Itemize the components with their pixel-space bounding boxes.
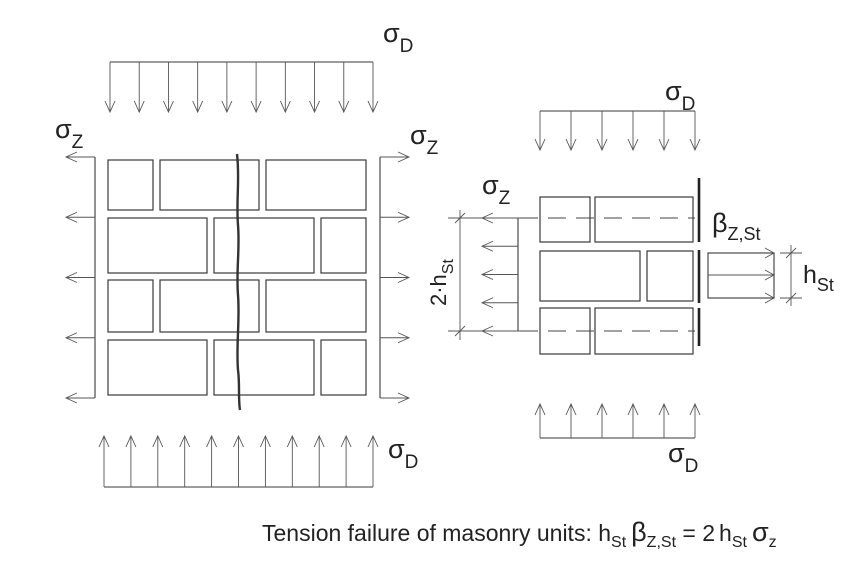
label-h-st: hSt [803,261,834,295]
arrow-head [64,332,78,344]
arrow-head [534,402,546,416]
brick [594,196,694,243]
arrow-head [627,402,639,416]
arrow-head [627,138,639,152]
arrow-head [397,272,411,283]
detail-top-sigma-d-block [534,110,701,152]
left-bottom-sigma-d-block [98,434,379,488]
arrow-head [125,434,137,448]
brick [213,339,315,396]
arrow-head [480,269,494,280]
arrow-head [250,100,262,114]
arrow-head [64,211,78,223]
arrow-head [259,434,271,448]
label-two-h-st: 2·hSt [426,259,457,306]
h-st-dimension [780,245,802,306]
arrow-head [192,100,204,114]
brick [320,339,367,396]
arrow-head [64,151,78,163]
label-sigma-z-detail: σZ [482,170,511,209]
arrow-head [397,332,411,344]
brick [107,217,208,274]
brick [107,339,208,396]
label-sigma-z-right: σZ [410,120,439,159]
arrow-head [480,297,494,309]
beta-zst-block [707,247,775,304]
arrow-head [367,434,379,448]
arrow-head [133,100,145,114]
label-sigma-d-detail-bottom: σD [668,438,698,477]
brick [265,279,367,333]
arrow-head [338,100,350,114]
brick [539,250,641,302]
arrow-head [658,402,670,416]
left-top-sigma-d-block [104,61,379,114]
brick [159,159,260,211]
arrow-head [152,434,164,448]
brick [213,217,315,274]
arrow-head [163,100,174,114]
arrow-head [534,138,546,152]
arrow-head [179,434,191,448]
arrow-head [286,434,298,448]
left-sigma-z-block [64,151,96,404]
brick [159,279,260,333]
arrow-head [367,100,379,114]
brick [107,279,154,333]
brick [646,250,694,302]
arrow-head [309,100,320,114]
arrow-head [565,402,577,416]
brick [107,159,154,211]
label-sigma-d-detail-top: σD [665,76,695,115]
arrow-head [104,100,116,114]
arrow-head [340,434,352,448]
crack-line [235,153,242,411]
arrow-head [233,434,244,448]
label-sigma-z-left: σZ [55,114,84,153]
arrow-head [596,138,608,152]
arrow-head [313,434,325,448]
arrow-head [658,138,670,152]
arrow-head [221,100,233,114]
arrow-head [206,434,218,448]
arrow-head [689,138,701,152]
arrow-head [98,434,110,448]
arrow-head [64,272,78,283]
label-beta-zst: βZ,St [712,208,761,244]
arrow-head [279,100,291,114]
brick [539,196,591,243]
arrow-head [397,392,411,404]
detail-masonry [520,178,701,355]
arrow-head [596,402,608,416]
two-h-st-dimension [448,210,520,340]
label-sigma-d-top: σD [383,18,413,57]
right-sigma-z-block [379,151,411,404]
detail-sigma-z-block [480,212,519,337]
masonry-wall [107,159,367,396]
brick [320,217,367,274]
arrow-head [480,240,494,252]
label-sigma-d-bottom: σD [388,434,418,473]
arrow-head [64,392,78,404]
arrow-head [397,151,411,163]
brick [265,159,367,211]
arrow-head [565,138,577,152]
arrow-head [689,402,701,416]
detail-bottom-sigma-d-block [534,402,701,439]
arrow-head [397,211,411,223]
